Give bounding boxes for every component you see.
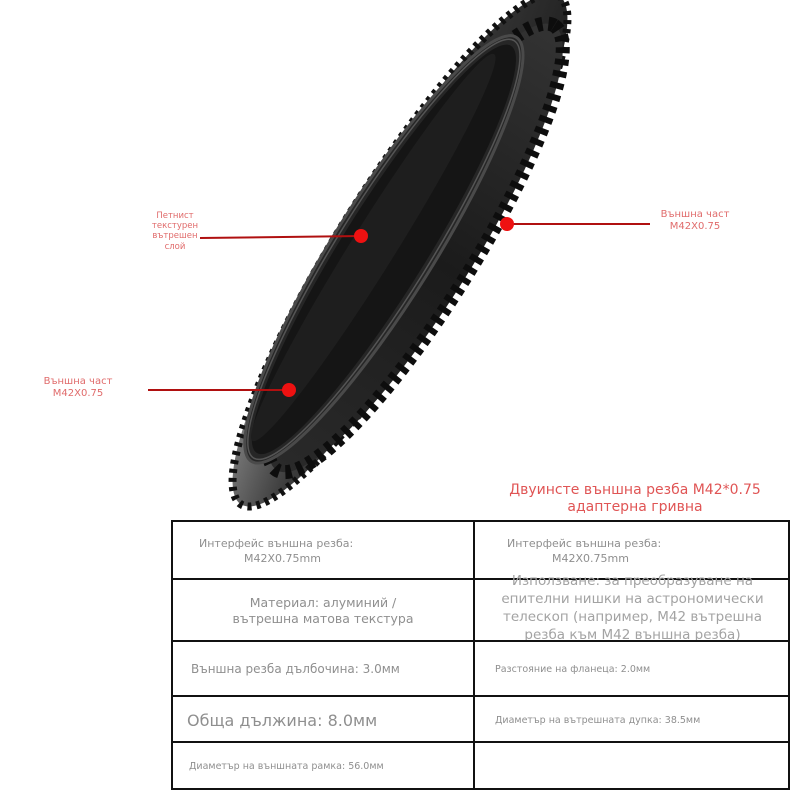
callout-inner-line3: вътрешен [152, 231, 198, 242]
spec-outer-diameter: Диаметър на външната рамка: 56.0мм [189, 761, 384, 772]
spec-cell-empty [475, 743, 790, 790]
spec-material-line2: вътрешна матова текстура [232, 610, 414, 626]
callout-dot-outer-left [282, 383, 296, 397]
spec-usage-line3: телескоп (например, M42 вътрешна [502, 608, 763, 625]
spec-usage-line4: резба към M42 външна резба) [524, 626, 741, 643]
callout-inner-line4: слой [164, 241, 186, 252]
callout-outer-right: Външна част M42X0.75 [650, 209, 740, 233]
callout-dot-inner [354, 229, 368, 243]
spec-flange-distance: Разстояние на фланеца: 2.0мм [495, 663, 651, 675]
spec-usage-line1: Използване: за преобразуване на [511, 572, 754, 589]
spec-cell-outer-diameter: Диаметър на външната рамка: 56.0мм [173, 743, 473, 790]
callout-inner-layer: Петнист текстурен вътрешен слой [140, 211, 210, 252]
spec-table: Интерфейс външна резба: M42X0.75mm Интер… [171, 520, 790, 790]
callout-left-line2: M42X0.75 [52, 388, 104, 399]
callout-inner-line2: текстурен [151, 221, 199, 232]
callout-inner-line1: Петнист [156, 211, 194, 221]
spec-usage-line2: епителни нишки на астрономически [501, 590, 764, 607]
spec-interface2-label: Интерфейс външна резба: [507, 536, 662, 550]
spec-cell-total-length: Обща дължина: 8.0мм [173, 697, 473, 743]
product-title: Двуинсте външна резба M42*0.75 адаптерна… [470, 482, 800, 516]
spec-cell-thread-depth: Външна резба дълбочина: 3.0мм [173, 642, 473, 696]
table-row: Интерфейс външна резба: M42X0.75mm Интер… [173, 522, 788, 579]
spec-interface-label: Интерфейс външна резба: [199, 536, 354, 550]
callout-left-line1: Външна част [43, 376, 113, 387]
product-title-line2: адаптерна гривна [567, 499, 703, 515]
column-divider [473, 522, 475, 788]
spec-cell-flange-distance: Разстояние на фланеца: 2.0мм [475, 642, 790, 696]
spec-interface-value: M42X0.75mm [244, 551, 321, 565]
callout-right-line1: Външна част [660, 209, 730, 220]
callout-outer-left: Външна част M42X0.75 [30, 376, 126, 400]
adapter-ring-image [148, 0, 650, 511]
spec-total-length: Обща дължина: 8.0мм [187, 710, 378, 730]
product-title-line1: Двуинсте външна резба M42*0.75 [509, 482, 761, 498]
spec-interface2-value: M42X0.75mm [552, 551, 629, 565]
spec-cell-interface-2: Интерфейс външна резба: M42X0.75mm [475, 522, 790, 579]
table-row: Материал: алуминий / вътрешна матова тек… [173, 573, 790, 643]
table-row: Диаметър на външната рамка: 56.0мм [173, 741, 788, 790]
callout-dot-outer-right [500, 217, 514, 231]
spec-cell-inner-diameter: Диаметър на вътрешната дупка: 38.5мм [475, 697, 790, 743]
spec-cell-interface: Интерфейс външна резба: M42X0.75mm [173, 522, 473, 579]
spec-cell-usage: Използване: за преобразуване на епителни… [475, 573, 790, 643]
table-row: Обща дължина: 8.0мм Диаметър на вътрешна… [173, 695, 788, 743]
spec-inner-diameter: Диаметър на вътрешната дупка: 38.5мм [495, 714, 701, 726]
spec-cell-material: Материал: алуминий / вътрешна матова тек… [173, 580, 473, 641]
table-row: Външна резба дълбочина: 3.0мм Разстояние… [173, 640, 788, 696]
spec-thread-depth: Външна резба дълбочина: 3.0мм [191, 662, 400, 676]
spec-material-line1: Материал: алуминий / [249, 594, 397, 610]
callout-right-line2: M42X0.75 [669, 221, 721, 232]
